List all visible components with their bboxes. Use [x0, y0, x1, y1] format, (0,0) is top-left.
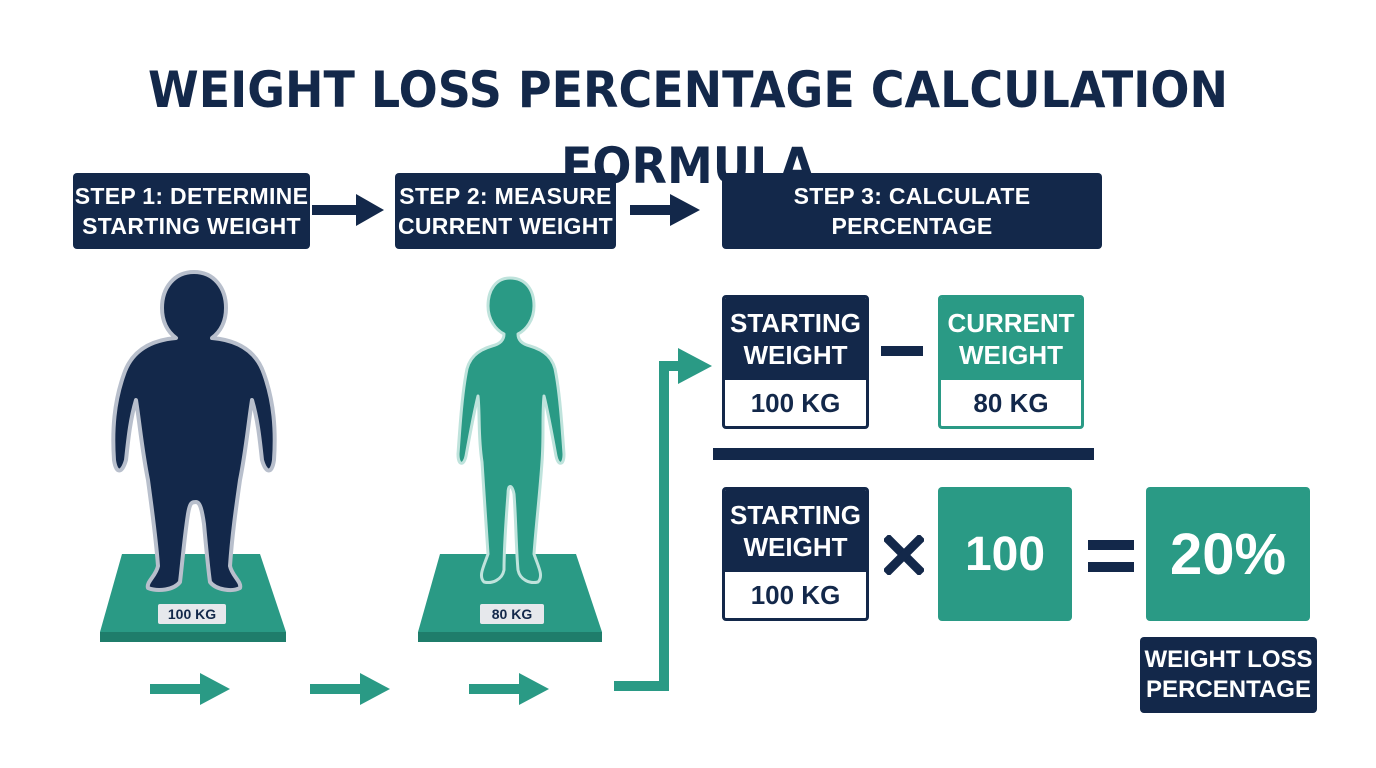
- result-label-line-2: PERCENTAGE: [1146, 676, 1311, 703]
- multiplier-box: 100: [938, 487, 1072, 621]
- result-box: 20%: [1146, 487, 1310, 621]
- starting-weight-figure: [100, 270, 286, 642]
- step-3-line-1: STEP 3: CALCULATE PERCENTAGE: [793, 183, 1031, 239]
- flow-arrow-3-icon: [469, 673, 549, 705]
- numerator-current-weight-value: 80 KG: [973, 387, 1049, 418]
- result-label-line-1: WEIGHT LOSS: [1144, 646, 1313, 673]
- equals-sign-icon: [1088, 540, 1134, 572]
- step-1-line-2: STARTING WEIGHT: [82, 213, 301, 239]
- flow-arrow-1-icon: [150, 673, 230, 705]
- page-title: WEIGHT LOSS PERCENTAGE CALCULATION FORMU…: [148, 61, 1228, 195]
- step-arrow-2-icon: [630, 194, 700, 226]
- multiply-sign-icon: [884, 535, 924, 575]
- denominator-starting-weight-box: STARTING WEIGHT 100 KG: [722, 487, 869, 621]
- minus-sign-icon: [881, 346, 923, 356]
- numerator-current-weight-header: CURRENT WEIGHT: [941, 298, 1081, 380]
- after-scale-readout: 80 KG: [480, 604, 544, 624]
- numerator-starting-weight-value: 100 KG: [750, 387, 841, 418]
- current-weight-figure: [418, 276, 602, 642]
- step-2-box: STEP 2: MEASURE CURRENT WEIGHT: [395, 173, 616, 249]
- numerator-current-line-2: WEIGHT: [958, 340, 1063, 370]
- fraction-bar: [713, 448, 1094, 460]
- denominator-starting-weight-header: STARTING WEIGHT: [725, 490, 866, 572]
- numerator-starting-weight-box: STARTING WEIGHT 100 KG: [722, 295, 869, 429]
- flow-elbow-arrow-icon: [614, 348, 712, 691]
- numerator-starting-line-1: STARTING: [730, 308, 861, 338]
- denominator-starting-weight-value: 100 KG: [750, 579, 841, 610]
- step-2-line-1: STEP 2: MEASURE: [399, 183, 612, 209]
- numerator-current-weight-box: CURRENT WEIGHT 80 KG: [938, 295, 1084, 429]
- step-3-box: STEP 3: CALCULATE PERCENTAGE: [722, 173, 1102, 249]
- flow-arrow-2-icon: [310, 673, 390, 705]
- step-2-line-2: CURRENT WEIGHT: [397, 213, 614, 239]
- numerator-current-line-1: CURRENT: [947, 308, 1075, 338]
- denominator-starting-line-2: WEIGHT: [743, 532, 848, 562]
- before-scale-readout: 100 KG: [158, 604, 226, 624]
- step-1-box: STEP 1: DETERMINE STARTING WEIGHT: [73, 173, 310, 249]
- numerator-starting-weight-header: STARTING WEIGHT: [725, 298, 866, 380]
- step-arrow-1-icon: [312, 194, 384, 226]
- denominator-starting-line-1: STARTING: [730, 500, 861, 530]
- numerator-starting-line-2: WEIGHT: [743, 340, 848, 370]
- step-1-line-1: STEP 1: DETERMINE: [74, 183, 309, 209]
- result-label-box: WEIGHT LOSS PERCENTAGE: [1140, 637, 1317, 713]
